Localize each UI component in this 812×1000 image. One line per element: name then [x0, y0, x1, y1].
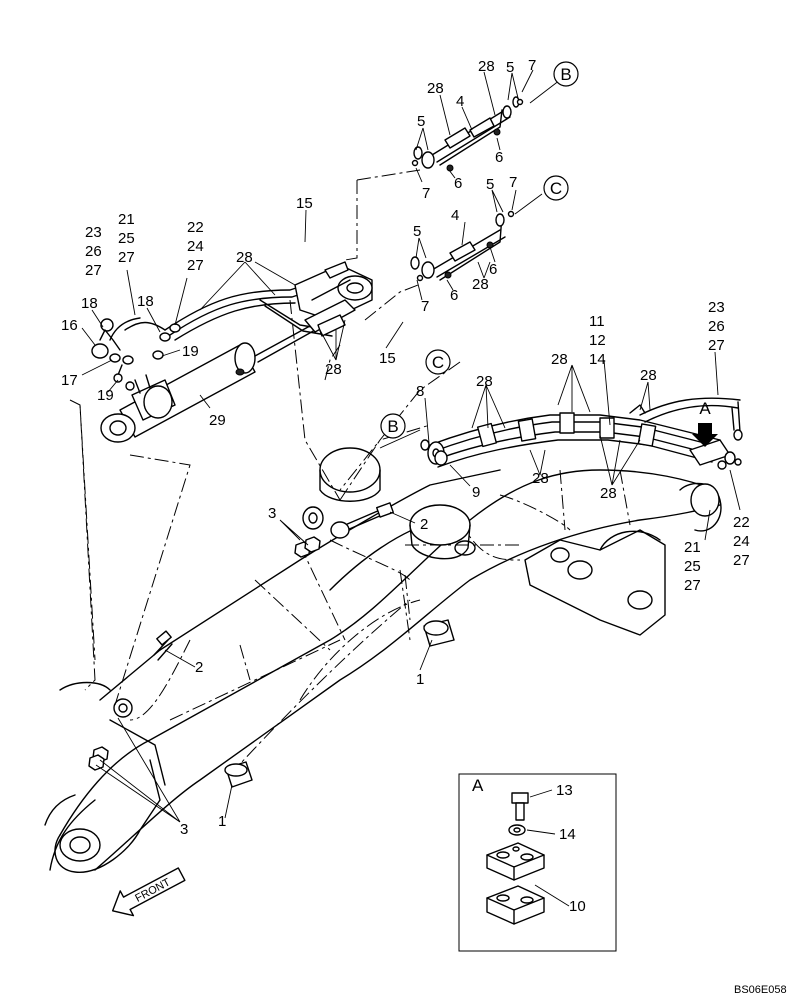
callout-5: 5 [417, 113, 425, 130]
callout-8: 8 [416, 383, 424, 400]
callout-19: 19 [182, 343, 199, 360]
callout-24: 24 [733, 533, 750, 550]
detail-title: A [472, 776, 484, 795]
callout-2: 2 [420, 516, 428, 533]
callout-5: 5 [486, 176, 494, 193]
document-code: BS06E058 [734, 984, 787, 996]
boom-pins [88, 502, 455, 788]
callout-7: 7 [528, 57, 536, 74]
ref-marker-b-boom: B [380, 413, 406, 439]
callout-22: 22 [187, 219, 204, 236]
callout-14: 14 [589, 351, 606, 368]
callouts-boom: 11 12 14 23 26 27 28 28 28 28 28 8 9 22 … [416, 299, 750, 594]
callout-28: 28 [551, 351, 568, 368]
callout-28: 28 [476, 373, 493, 390]
callout-4: 4 [456, 93, 464, 110]
callout-16: 16 [61, 317, 78, 334]
callout-14: 14 [559, 826, 576, 843]
callout-24: 24 [187, 238, 204, 255]
callout-15: 15 [379, 350, 396, 367]
callout-28: 28 [236, 249, 253, 266]
callout-27: 27 [684, 577, 701, 594]
detail-view-a: A 13 14 10 [458, 773, 617, 952]
callout-25: 25 [684, 558, 701, 575]
ref-c-label: C [550, 179, 562, 198]
callout-1: 1 [218, 813, 226, 830]
detail-frame [458, 773, 617, 952]
callout-28: 28 [532, 470, 549, 487]
callouts-cylinder: 23 26 27 21 25 27 22 24 27 28 18 18 16 1… [61, 195, 396, 429]
callout-7: 7 [509, 174, 517, 191]
callouts-pins: 3 2 1 2 3 1 [180, 505, 428, 838]
callout-18: 18 [137, 293, 154, 310]
callout-27: 27 [733, 552, 750, 569]
callout-11: 11 [589, 313, 605, 330]
callout-27: 27 [118, 249, 135, 266]
callout-9: 9 [472, 484, 480, 501]
callout-28: 28 [478, 58, 495, 75]
callout-27: 27 [85, 262, 102, 279]
callout-12: 12 [589, 332, 606, 349]
callout-28: 28 [427, 80, 444, 97]
callout-18: 18 [81, 295, 98, 312]
callout-7: 7 [422, 185, 430, 202]
callout-26: 26 [85, 243, 102, 260]
callout-5: 5 [506, 59, 514, 76]
ref-c-boom-label: C [432, 353, 444, 372]
ref-marker-b-top: B [553, 61, 579, 87]
ref-a-arrow-label: A [699, 399, 711, 418]
callout-23: 23 [708, 299, 725, 316]
callouts-top-line-c: 5 7 4 5 6 6 28 7 [413, 174, 517, 315]
callout-25: 25 [118, 230, 135, 247]
callout-28: 28 [472, 276, 489, 293]
ref-marker-c-top: C [543, 175, 569, 201]
callout-4: 4 [451, 207, 459, 224]
callout-13: 13 [556, 782, 573, 799]
callout-17: 17 [61, 372, 78, 389]
callout-1: 1 [416, 671, 424, 688]
leader-lines [81, 69, 741, 823]
callout-27: 27 [187, 257, 204, 274]
callout-3: 3 [180, 821, 188, 838]
ref-b-label: B [560, 65, 571, 84]
callout-28: 28 [325, 361, 342, 378]
callouts-top-line-b: 28 28 4 5 7 5 6 6 7 [417, 57, 536, 202]
callout-22: 22 [733, 514, 750, 531]
callout-7: 7 [421, 298, 429, 315]
ref-marker-c-boom: C [425, 349, 451, 375]
callout-3: 3 [268, 505, 276, 522]
callout-6: 6 [450, 287, 458, 304]
callout-6: 6 [454, 175, 462, 192]
callout-29: 29 [209, 412, 226, 429]
callout-21: 21 [684, 539, 701, 556]
callout-2: 2 [195, 659, 203, 676]
callout-28: 28 [600, 485, 617, 502]
boom-arm [44, 447, 722, 873]
callout-6: 6 [495, 149, 503, 166]
callout-26: 26 [708, 318, 725, 335]
callout-21: 21 [118, 211, 135, 228]
callout-23: 23 [85, 224, 102, 241]
callout-27: 27 [708, 337, 725, 354]
callout-10: 10 [569, 898, 586, 915]
callout-6: 6 [489, 261, 497, 278]
callout-5: 5 [413, 223, 421, 240]
construction-lines [69, 169, 520, 706]
front-arrow: FRONT [111, 867, 186, 917]
ref-b-boom-label: B [387, 417, 398, 436]
callout-15: 15 [296, 195, 313, 212]
hydraulic-lines [91, 96, 743, 470]
callout-28: 28 [640, 367, 657, 384]
callout-19: 19 [97, 387, 114, 404]
